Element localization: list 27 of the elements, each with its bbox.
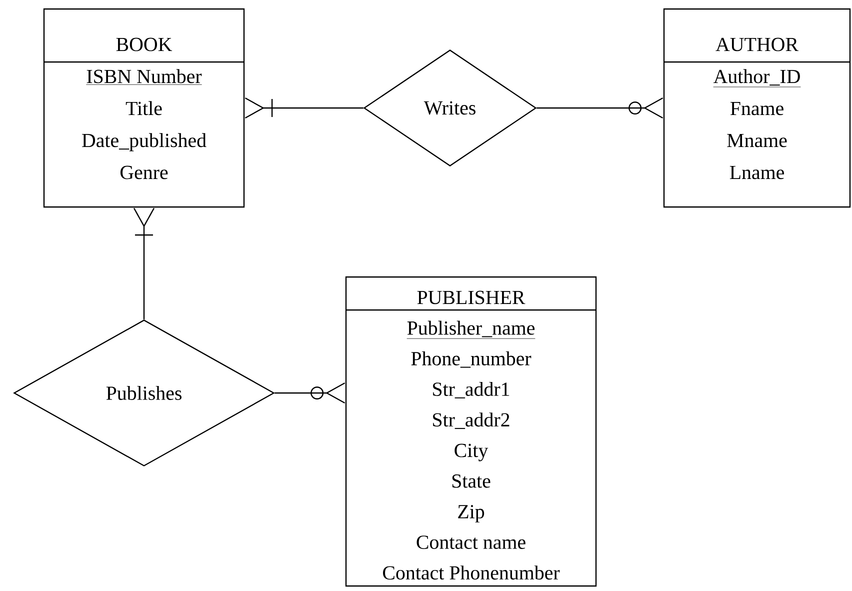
relationship-line: [536, 97, 664, 119]
attribute: Lname: [730, 166, 784, 180]
entity-name: AUTHOR: [716, 38, 798, 52]
entity-box: [43, 8, 245, 208]
attribute: Str_addr1: [433, 382, 510, 398]
entity-box: [345, 276, 597, 587]
key-attribute: ISBN Number: [86, 69, 202, 85]
entity-name: BOOK: [116, 38, 172, 52]
attribute: Zip: [458, 505, 484, 522]
attribute: Date_published: [82, 133, 206, 152]
key-attribute: Author_ID: [713, 69, 801, 88]
attribute: Mname: [727, 134, 787, 148]
entity-name: PUBLISHER: [417, 290, 526, 304]
attribute: Title: [126, 101, 162, 116]
key-attribute: Publisher_name: [406, 320, 536, 339]
attribute: State: [452, 474, 490, 488]
attribute: Genre: [120, 166, 168, 180]
relationship-line: [274, 382, 346, 404]
attribute: Contact name: [416, 536, 526, 549]
entity-box: [663, 8, 851, 208]
relationship-line: [244, 97, 364, 119]
attribute: Fname: [730, 102, 784, 116]
attribute: Contact Phonenumber: [383, 566, 560, 580]
attribute: City: [454, 444, 488, 462]
relationship-line: [133, 208, 155, 320]
attribute: Phone_number: [411, 351, 532, 368]
attribute: Str_addr2: [433, 412, 510, 429]
